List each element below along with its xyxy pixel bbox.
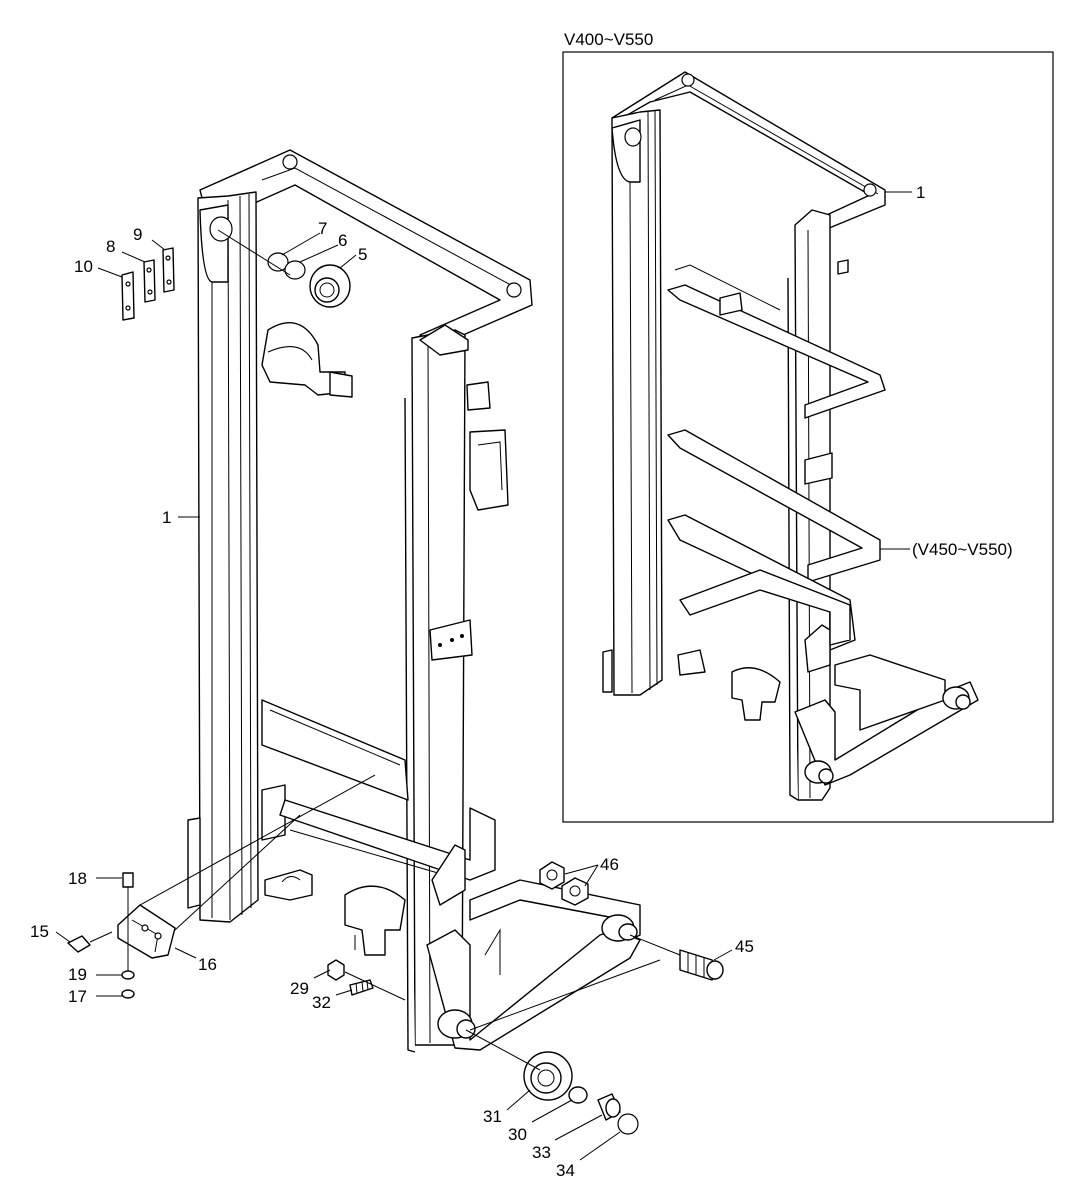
inset-panel: V400~V550 xyxy=(562,30,1054,823)
callout-17: 17 xyxy=(68,987,87,1006)
callout-33: 33 xyxy=(532,1143,551,1162)
callout-8: 8 xyxy=(106,237,115,256)
inset-mast xyxy=(602,71,979,801)
callout-5: 5 xyxy=(358,245,367,264)
callout-10: 10 xyxy=(74,257,93,276)
callout-16: 16 xyxy=(198,955,217,974)
main-mast-assembly xyxy=(187,149,641,1053)
callout-31: 31 xyxy=(483,1107,502,1126)
callout-19: 19 xyxy=(68,965,87,984)
inset-title: V400~V550 xyxy=(564,30,653,49)
inset-frame xyxy=(562,51,1054,823)
callout-32: 32 xyxy=(312,993,331,1012)
callout-18: 18 xyxy=(68,869,87,888)
callout-9: 9 xyxy=(133,225,142,244)
inset-callout-1: 1 xyxy=(916,183,925,202)
callout-7: 7 xyxy=(318,219,327,238)
callout-30: 30 xyxy=(508,1125,527,1144)
main-leaders xyxy=(55,232,733,1161)
main-callouts: 1 5 6 7 8 9 10 18 15 16 19 17 29 32 46 4… xyxy=(30,219,754,1180)
callout-45: 45 xyxy=(735,937,754,956)
assembly-lines xyxy=(139,229,681,1071)
callout-6: 6 xyxy=(338,231,347,250)
inset-variant-note: (V450~V550) xyxy=(912,540,1013,559)
callout-1-main: 1 xyxy=(162,508,171,527)
loose-parts xyxy=(67,247,724,1135)
callout-29: 29 xyxy=(290,979,309,998)
callout-15: 15 xyxy=(30,922,49,941)
callout-34: 34 xyxy=(556,1161,575,1180)
callout-46: 46 xyxy=(600,855,619,874)
